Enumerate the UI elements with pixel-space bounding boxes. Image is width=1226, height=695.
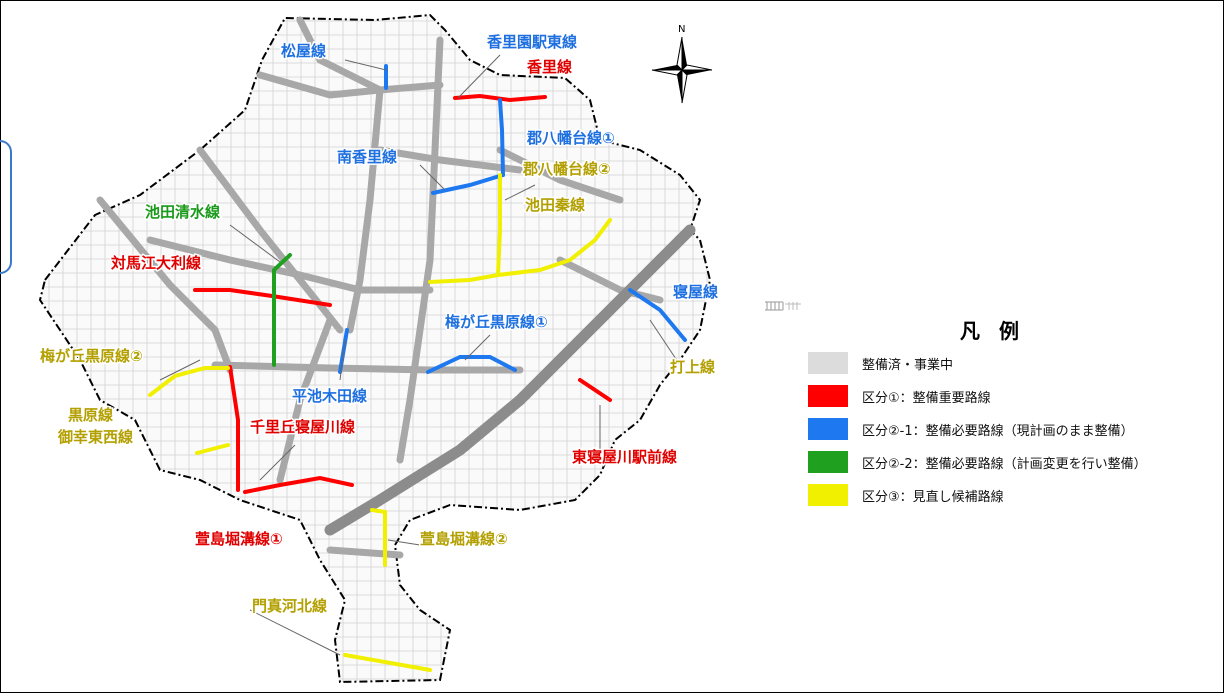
label-hiraike-kida: 平池木田線: [292, 387, 367, 405]
grey-roads: [96, 16, 664, 559]
legend-title: 凡 例: [960, 319, 1025, 343]
red-routes: [193, 93, 612, 494]
label-senrioka-neyagawa: 千里丘寝屋川線: [250, 418, 355, 436]
legend-swatch-red: [808, 385, 848, 407]
city-boundary: [38, 13, 712, 684]
label-umegaoka-kurohara-2: 梅が丘黒原線②: [40, 347, 143, 365]
legend-item-green: 区分②-2：整備必要路線（計画変更を行い整備）: [808, 451, 1147, 473]
legend-item-blue: 区分②-1：整備必要路線（現計画のまま整備）: [808, 418, 1147, 440]
label-miyuki-tozai: 御幸東西線: [57, 428, 133, 446]
legend-label-green: 区分②-2：整備必要路線（計画変更を行い整備）: [862, 456, 1147, 472]
legend-item-red: 区分①：整備重要路線: [808, 385, 1147, 407]
legend: 整備済・事業中 区分①：整備重要路線 区分②-1：整備必要路線（現計画のまま整備…: [808, 352, 1147, 517]
label-neya: 寝屋線: [673, 283, 718, 301]
legend-label-red: 区分①：整備重要路線: [862, 390, 991, 406]
label-uchiage: 打上線: [670, 358, 715, 376]
legend-swatch-blue: [808, 418, 848, 440]
label-higashi-neyagawa-ekimae: 東寝屋川駅前線: [572, 448, 677, 466]
yellow-routes: [148, 173, 612, 672]
legend-swatch-green: [808, 451, 848, 473]
leader-lines: [159, 54, 681, 656]
legend-item-yellow: 区分③：見直し候補路線: [808, 484, 1147, 506]
label-kohachimandai-2: 郡八幡台線②: [522, 160, 611, 178]
label-ikeda-shimizu: 池田清水線: [145, 203, 220, 221]
label-kadoma-kawakita: 門真河北線: [252, 597, 327, 615]
label-kayashima-horimizo-1: 萱島堀溝線①: [195, 530, 283, 548]
legend-item-grey: 整備済・事業中: [808, 352, 1147, 374]
route-labels: 松屋線 香里園駅東線 香里線 南香里線 郡八幡台線① 郡八幡台線② 池田秦線 池…: [39, 32, 720, 617]
highway: [324, 224, 696, 536]
legend-label-grey: 整備済・事業中: [862, 357, 954, 373]
label-kayashima-horimizo-2: 萱島堀溝線②: [420, 530, 508, 548]
label-kori: 香里線: [527, 58, 572, 76]
label-umegaoka-kurohara-1: 梅が丘黒原線①: [445, 313, 548, 331]
north-label: N: [678, 24, 685, 35]
label-ikeda-hata: 池田秦線: [525, 196, 585, 214]
label-tsushimae-ori: 対馬江大利線: [110, 254, 201, 272]
legend-swatch-grey: [808, 352, 848, 374]
label-matsuya: 松屋線: [281, 42, 326, 60]
legend-label-yellow: 区分③：見直し候補路線: [862, 489, 1004, 505]
city-road-map: N 松屋線 香里園駅東線 香里線 南香里線 郡八幡台線① 郡八幡台線② 池田秦線…: [38, 13, 720, 684]
green-route: [272, 253, 292, 367]
legend-swatch-yellow: [808, 484, 848, 506]
label-kohachimandai-1: 郡八幡台線①: [526, 129, 615, 147]
label-korien-eki-higashi: 香里園駅東線: [487, 33, 577, 51]
north-arrow-icon: N: [651, 24, 713, 104]
scale-bar: [765, 301, 801, 311]
legend-label-blue: 区分②-1：整備必要路線（現計画のまま整備）: [862, 423, 1134, 439]
label-minami-kori: 南香里線: [337, 148, 397, 166]
label-kurohara: 黒原線: [68, 406, 113, 424]
